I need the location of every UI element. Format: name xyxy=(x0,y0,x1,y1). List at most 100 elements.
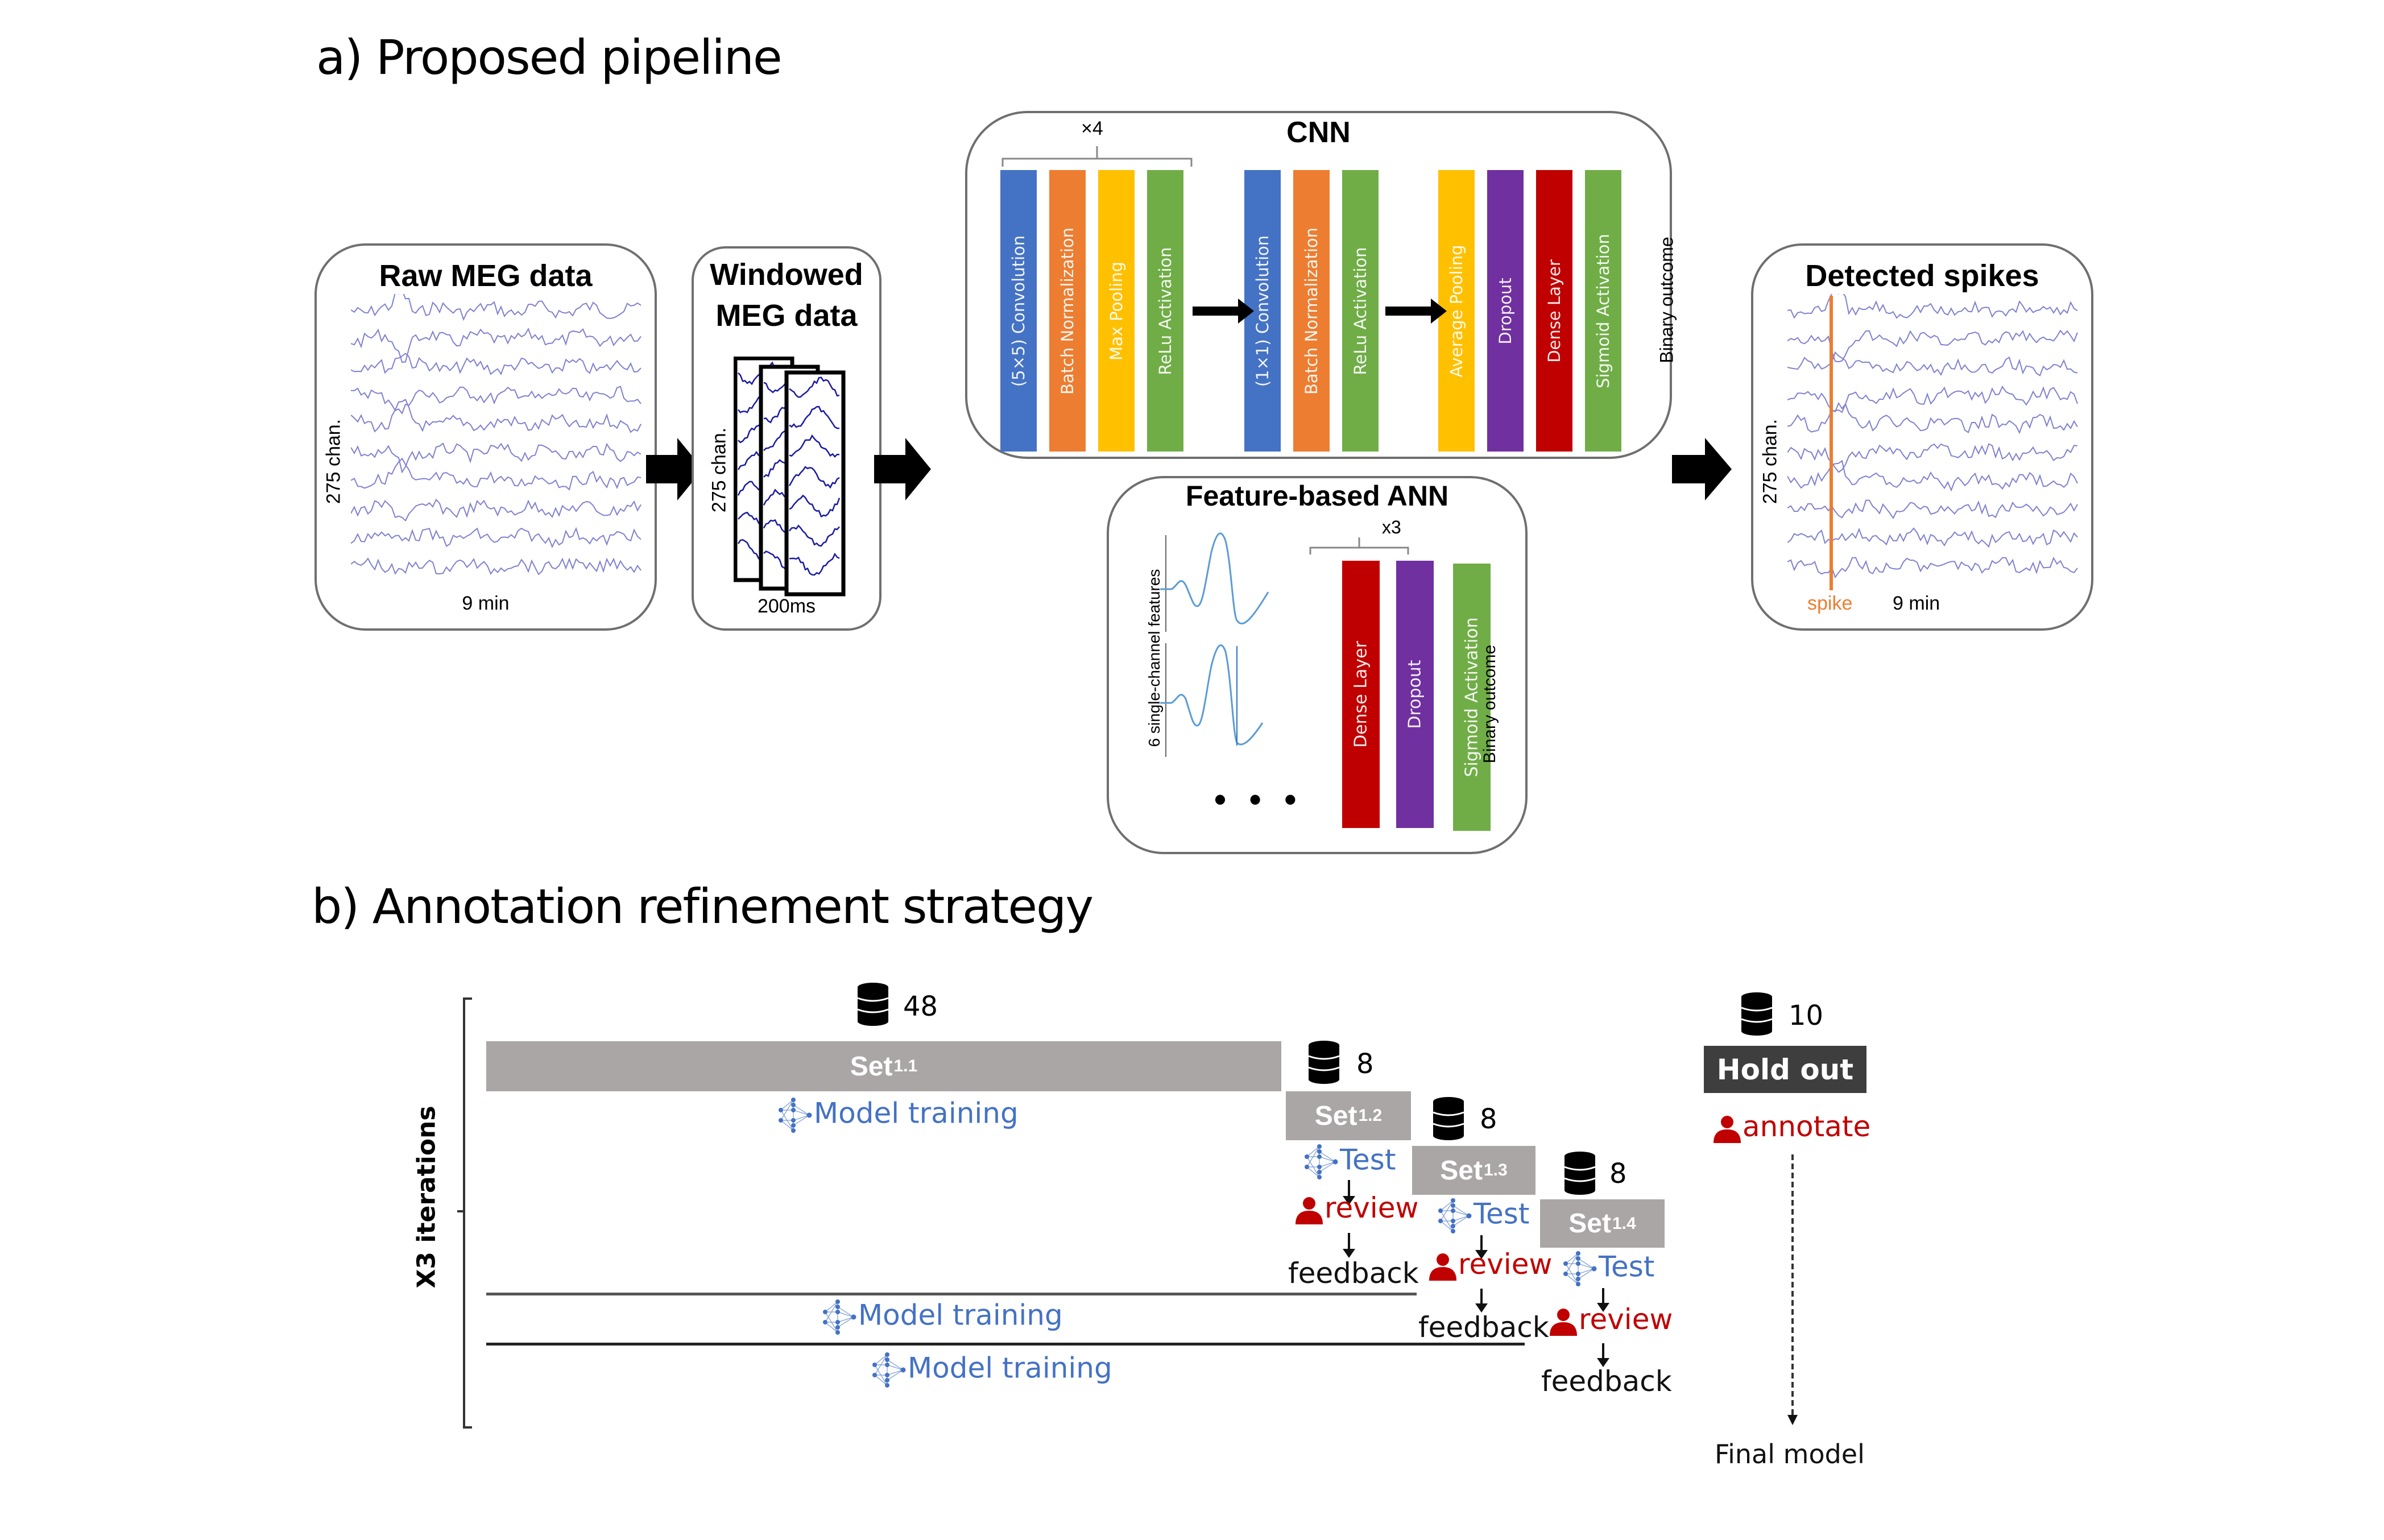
raw-meg-panel: Raw MEG data 275 chan. 9 min xyxy=(314,243,657,631)
meg-channel-trace xyxy=(1787,459,2078,492)
spike-label: spike xyxy=(1807,593,1853,614)
meg-channel-trace xyxy=(351,557,641,576)
feedback-1-4: feedback xyxy=(1541,1365,1672,1398)
test-1-3: Test xyxy=(1436,1197,1529,1235)
arrow-down-icon xyxy=(1475,1235,1488,1259)
meg-channel-trace xyxy=(1787,351,2078,376)
holdout-count: 10 xyxy=(1789,1000,1824,1032)
meg-channel-trace xyxy=(1787,527,2078,548)
section-a-title: a) Proposed pipeline xyxy=(316,30,783,85)
arrow-right-icon xyxy=(646,438,703,500)
meg-channel-trace xyxy=(351,328,641,363)
model-training-2: Model training xyxy=(821,1298,1063,1336)
iterations-label: X3 iterations xyxy=(412,1106,441,1289)
meg-channel-trace xyxy=(1787,401,2078,434)
database-icon xyxy=(1740,992,1773,1036)
meg-channel-trace xyxy=(351,353,641,375)
ann-binary-outcome: Binary outcome xyxy=(1480,644,1499,764)
feedback-1-3: feedback xyxy=(1418,1311,1549,1344)
cnn-layer-sigmoid-activation: Sigmoid Activation xyxy=(1585,170,1621,452)
raw-meg-traces xyxy=(351,294,641,576)
review-1-4: review xyxy=(1548,1303,1673,1337)
test-1-2: Test xyxy=(1302,1143,1396,1181)
dashed-arrow-down-icon xyxy=(1787,1154,1798,1425)
neural-network-icon xyxy=(1302,1143,1340,1181)
detected-spikes-panel: Detected spikes 275 chan. spike 9 min xyxy=(1751,243,2093,631)
cnn-repeat-label: ×4 xyxy=(1081,118,1103,139)
test-1-4: Test xyxy=(1561,1250,1654,1288)
arrow-down-icon xyxy=(1343,1180,1355,1205)
windowed-channel-trace xyxy=(789,494,841,518)
person-icon xyxy=(1294,1195,1325,1226)
person-icon xyxy=(1712,1113,1743,1144)
detected-x-label: 9 min xyxy=(1893,593,1940,614)
arrow-right-icon xyxy=(1672,438,1732,500)
ann-layer-sigmoid-activation: Sigmoid Activation xyxy=(1453,564,1491,831)
raw-meg-x-label: 9 min xyxy=(462,593,510,614)
meg-channel-trace xyxy=(351,399,641,433)
ann-panel: Feature-based ANN 6 single-channel featu… xyxy=(1107,476,1528,854)
meg-channel-trace xyxy=(1787,443,2078,473)
ann-layer-dense-layer: Dense Layer xyxy=(1342,561,1380,828)
neural-network-icon xyxy=(870,1351,908,1389)
cnn-title: CNN xyxy=(1286,116,1351,149)
neural-network-icon xyxy=(776,1096,814,1134)
meg-channel-trace xyxy=(1787,294,2078,319)
meg-channel-trace xyxy=(351,498,641,522)
model-training-3: Model training xyxy=(870,1351,1112,1389)
cnn-layer-relu-activation: ReLu Activation xyxy=(1147,170,1183,452)
set-1-3-count: 8 xyxy=(1480,1103,1497,1135)
section-b-title: b) Annotation refinement strategy xyxy=(312,879,1094,934)
cnn-repeat-brace xyxy=(1001,146,1193,167)
meg-channel-trace xyxy=(351,527,641,549)
raw-meg-y-label: 275 chan. xyxy=(322,419,345,504)
meg-channel-trace xyxy=(1787,499,2078,519)
windowed-meg-y-label: 275 chan. xyxy=(708,427,730,513)
person-icon xyxy=(1548,1306,1579,1337)
raw-meg-title: Raw MEG data xyxy=(379,259,593,293)
set-1-1-count: 48 xyxy=(903,991,938,1022)
person-icon xyxy=(1427,1251,1458,1282)
database-icon xyxy=(856,982,889,1026)
arrow-down-icon xyxy=(1343,1233,1355,1258)
arrow-right-icon xyxy=(874,438,931,500)
review-1-2: review xyxy=(1294,1191,1418,1226)
database-icon xyxy=(1307,1040,1340,1084)
database-icon xyxy=(1432,1096,1465,1141)
windowed-meg-title-line2: MEG data xyxy=(715,299,858,333)
windowed-meg-title-line1: Windowed xyxy=(710,258,863,292)
windowed-channel-trace xyxy=(789,376,840,398)
windowed-meg-frames xyxy=(734,357,846,597)
review-1-3: review xyxy=(1427,1248,1552,1282)
arrow-down-icon xyxy=(1597,1288,1609,1312)
cnn-layer-dropout: Dropout xyxy=(1487,170,1524,452)
arrow-down-icon xyxy=(1475,1289,1488,1313)
ann-layer-dropout: Dropout xyxy=(1396,561,1434,828)
feature-waveforms xyxy=(1160,532,1269,757)
neural-network-icon xyxy=(1436,1197,1474,1235)
cnn-layer-batch-normalization: Batch Normalization xyxy=(1049,170,1086,452)
feedback-1-2: feedback xyxy=(1288,1257,1419,1290)
meg-channel-trace xyxy=(351,457,641,491)
windowed-channel-trace xyxy=(789,552,840,576)
iterations-bracket xyxy=(457,997,472,1429)
model-training-1: Model training xyxy=(776,1096,1019,1134)
windowed-channel-trace xyxy=(789,434,840,458)
final-model-label: Final model xyxy=(1715,1439,1865,1469)
meg-channel-trace xyxy=(351,294,641,321)
cnn-binary-outcome: Binary outcome xyxy=(1656,237,1677,363)
set-1-2-count: 8 xyxy=(1356,1048,1374,1080)
neural-network-icon xyxy=(1561,1250,1599,1288)
cnn-layer-dense-layer: Dense Layer xyxy=(1536,170,1572,452)
database-icon xyxy=(1563,1151,1596,1195)
windowed-channel-trace xyxy=(789,524,840,547)
meg-channel-trace xyxy=(351,442,641,474)
arrow-down-icon xyxy=(1597,1343,1609,1367)
iteration-line-2 xyxy=(486,1343,1525,1346)
detected-spikes-title: Detected spikes xyxy=(1805,259,2039,293)
set-1-4-count: 8 xyxy=(1609,1158,1627,1190)
spike-marker xyxy=(1830,296,1833,590)
